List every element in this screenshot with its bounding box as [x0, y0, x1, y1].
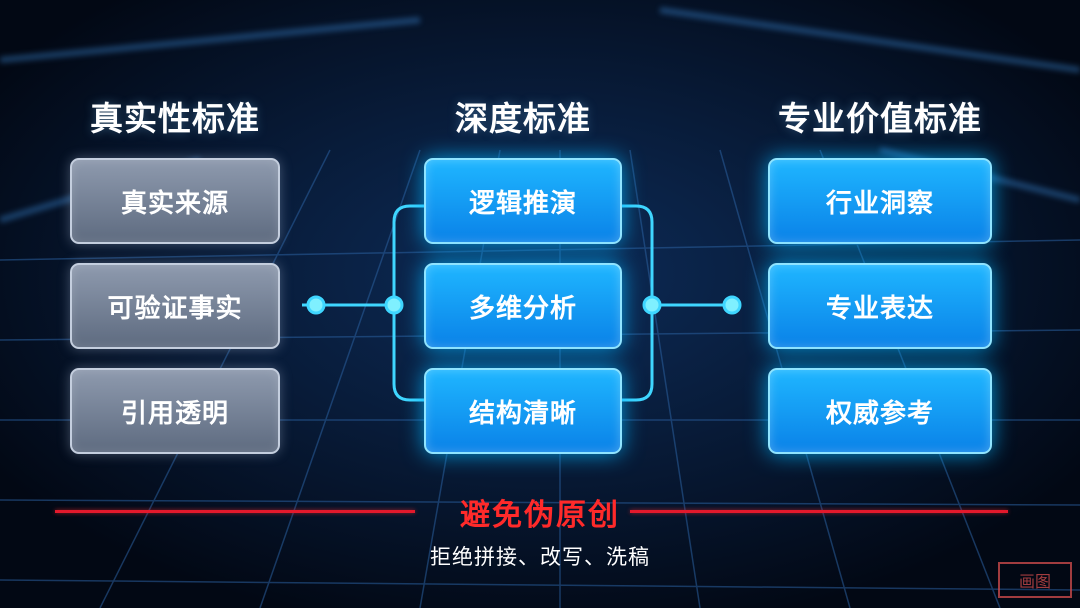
- red-divider-right: [630, 510, 1008, 513]
- warning-subtitle: 拒绝拼接、改写、洗稿: [430, 545, 650, 569]
- card-authentic-source: 真实来源: [70, 158, 280, 244]
- connector-node: [722, 295, 742, 315]
- red-divider-left: [55, 510, 415, 513]
- card-verifiable-facts: 可验证事实: [70, 263, 280, 349]
- column-title-depth: 深度标准: [455, 99, 591, 138]
- connector-node: [642, 295, 662, 315]
- watermark-stamp: 画图: [998, 562, 1072, 598]
- connector-node: [384, 295, 404, 315]
- card-transparent-citation: 引用透明: [70, 368, 280, 454]
- column-title-authenticity: 真实性标准: [90, 99, 260, 138]
- card-multidimensional-analysis: 多维分析: [424, 263, 622, 349]
- card-clear-structure: 结构清晰: [424, 368, 622, 454]
- warning-title: 避免伪原创: [460, 498, 620, 533]
- card-logical-reasoning: 逻辑推演: [424, 158, 622, 244]
- card-professional-expression: 专业表达: [768, 263, 992, 349]
- card-industry-insight: 行业洞察: [768, 158, 992, 244]
- column-title-professional-value: 专业价值标准: [778, 99, 982, 138]
- card-authoritative-reference: 权威参考: [768, 368, 992, 454]
- connector-node: [306, 295, 326, 315]
